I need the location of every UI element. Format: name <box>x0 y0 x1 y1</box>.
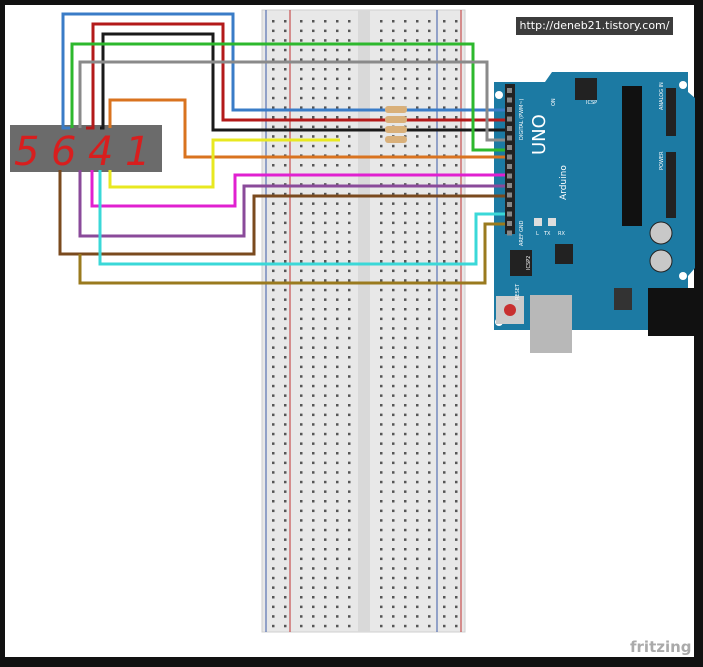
power-label: POWER <box>659 151 665 170</box>
header-pin <box>507 97 512 103</box>
uno-logo: UNO <box>529 114 550 155</box>
header-pin <box>507 145 512 150</box>
icsp-label: ICSP <box>586 100 597 106</box>
header-pin <box>507 116 512 122</box>
gnd-label: GND <box>519 220 525 232</box>
resistors <box>385 106 407 143</box>
header-pin <box>507 230 512 236</box>
header-pin <box>507 221 512 226</box>
wire-purple <box>78 170 505 238</box>
watermark-url: http://deneb21.tistory.com/ <box>516 17 673 35</box>
header-pin <box>507 192 512 198</box>
display-digit: 5 <box>14 129 39 175</box>
wire-green <box>70 42 505 152</box>
l-label: L <box>536 231 539 237</box>
wire-red <box>86 22 505 130</box>
wire-cyan <box>98 170 505 266</box>
header-pin <box>507 135 512 141</box>
header-pin <box>507 164 512 169</box>
display-digit: 4 <box>88 129 113 175</box>
header-pin <box>507 183 512 188</box>
wire-black <box>100 32 505 132</box>
header-pin <box>507 154 512 160</box>
display-digit: 6 <box>51 129 76 175</box>
header-pin <box>507 202 512 207</box>
wire-olive <box>78 222 505 285</box>
breadboard-holes <box>272 20 458 628</box>
display-digit: 1 <box>125 129 150 175</box>
digital-header-label: DIGITAL (PWM~) <box>519 98 525 140</box>
rx-label: RX <box>558 231 565 237</box>
wire-gray <box>78 60 505 142</box>
wire-orange <box>108 98 505 159</box>
icsp2-label: ICSP2 <box>526 256 532 270</box>
wire-yellow <box>108 138 340 189</box>
analog-label: ANALOG IN <box>659 82 665 110</box>
reset-label: RESET <box>515 283 521 300</box>
wire-brown <box>58 170 505 256</box>
on-label: ON <box>551 98 557 106</box>
header-pin <box>507 211 512 217</box>
header-pin <box>507 173 512 179</box>
breadboard <box>261 9 466 633</box>
header-pin <box>507 126 512 131</box>
tx-label: TX <box>543 231 551 237</box>
aref-label: AREF <box>519 233 525 246</box>
fritzing-logo: fritzing <box>630 638 692 656</box>
wires <box>58 12 505 285</box>
header-pin <box>507 107 512 112</box>
arduino-uno-board: UNO Arduino DIGITAL (PWM~) POWER ANALOG … <box>494 72 695 353</box>
arduino-brand: Arduino <box>559 165 569 200</box>
wire-magenta <box>90 170 505 208</box>
wire-blue <box>61 12 505 130</box>
header-pin <box>507 88 512 93</box>
